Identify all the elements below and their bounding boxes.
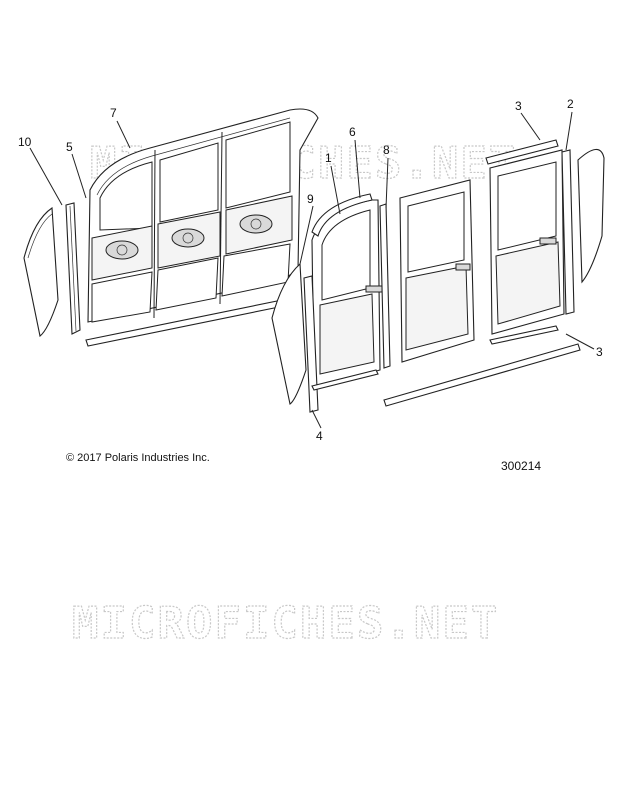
side-panel-10 [23, 207, 59, 337]
watermark-bottom: MICROFICHES.NET [72, 598, 499, 649]
door-seal-6 [311, 193, 373, 237]
callout-2: 2 [567, 97, 574, 111]
strip-2 [561, 149, 575, 315]
right-panel [577, 148, 605, 284]
drawing-number: 300214 [501, 459, 541, 473]
callout-10: 10 [18, 135, 32, 149]
door-frame-assembly [85, 108, 319, 347]
callout-6: 6 [349, 125, 356, 139]
callout-8: 8 [383, 143, 390, 157]
side-panel-9 [271, 262, 307, 405]
callout-3-bottom: 3 [596, 345, 603, 359]
callout-4: 4 [316, 429, 323, 443]
callout-9: 9 [307, 192, 314, 206]
right-door-assembly [489, 149, 565, 335]
copyright-text: © 2017 Polaris Industries Inc. [66, 452, 210, 464]
front-door-assembly [311, 199, 383, 389]
callout-3-top: 3 [515, 99, 522, 113]
sill-strip-3a [489, 325, 559, 345]
sill-strip-left [311, 369, 379, 391]
sill-strip-3b [383, 343, 581, 407]
rear-door-assembly [399, 179, 475, 363]
callout-1: 1 [325, 151, 332, 165]
callout-7: 7 [110, 106, 117, 120]
top-seal-3 [485, 139, 559, 165]
strip-8 [379, 203, 391, 369]
callout-5: 5 [66, 140, 73, 154]
